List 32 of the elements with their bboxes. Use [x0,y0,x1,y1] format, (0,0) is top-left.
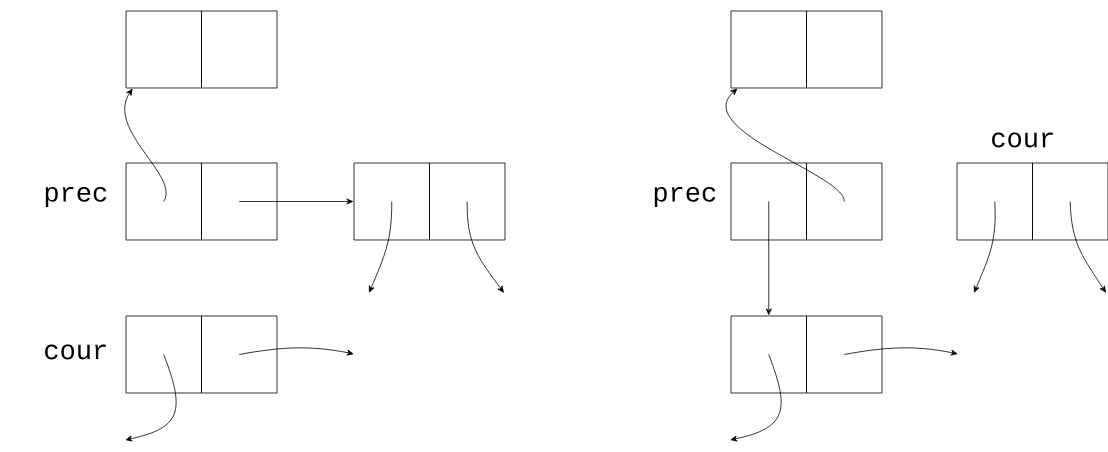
arrow [730,354,782,442]
arrow [125,354,177,442]
record-cell [730,162,807,241]
record-cell [956,162,1033,241]
record-cell [1032,162,1108,241]
arrow [124,88,167,202]
record-cell [730,10,807,89]
arrow [1069,201,1106,293]
variable-label: cour [45,344,106,360]
arrow [843,347,958,356]
record-cell [429,162,506,241]
record-cell [125,315,202,394]
record-cell [806,162,883,241]
record-cell [125,10,202,89]
variable-label: prec [45,186,107,208]
arrow [466,201,504,293]
arrow [973,201,996,293]
record-cell [806,10,883,89]
record-cell [730,315,807,394]
arrow [238,347,354,356]
record-cell [806,315,883,394]
record-cell [201,315,278,394]
record-cell [201,162,278,241]
arrow [238,198,353,205]
record-cell [125,162,202,241]
record-cell [201,10,278,89]
variable-label: cour [992,132,1053,148]
record-cell [353,162,430,241]
variable-label: prec [654,186,716,208]
arrow [726,88,845,202]
arrow [765,201,772,315]
arrow [368,201,393,293]
